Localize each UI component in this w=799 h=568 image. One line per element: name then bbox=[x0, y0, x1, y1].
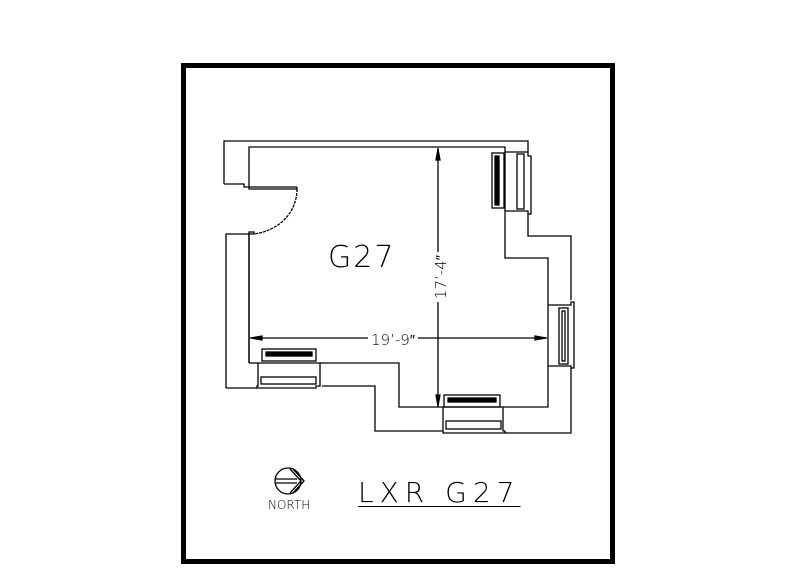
wall-right bbox=[503, 211, 572, 434]
width-dimension-label: 19’-9″ bbox=[368, 331, 419, 349]
door-swing bbox=[253, 188, 298, 235]
drawing-title: LXR G27 bbox=[358, 476, 521, 509]
drawing-frame bbox=[181, 63, 615, 564]
wall-left bbox=[225, 231, 255, 388]
window-east bbox=[547, 301, 575, 369]
north-arrow-icon bbox=[274, 467, 305, 495]
window-southwest bbox=[256, 348, 321, 389]
wall-bottom bbox=[226, 362, 443, 432]
window-northeast bbox=[491, 151, 532, 215]
wall-top bbox=[223, 140, 529, 190]
room-label: G27 bbox=[328, 240, 396, 275]
length-dimension-label: 17’-4″ bbox=[432, 251, 451, 303]
north-label: NORTH bbox=[268, 498, 311, 512]
window-south bbox=[442, 394, 506, 434]
